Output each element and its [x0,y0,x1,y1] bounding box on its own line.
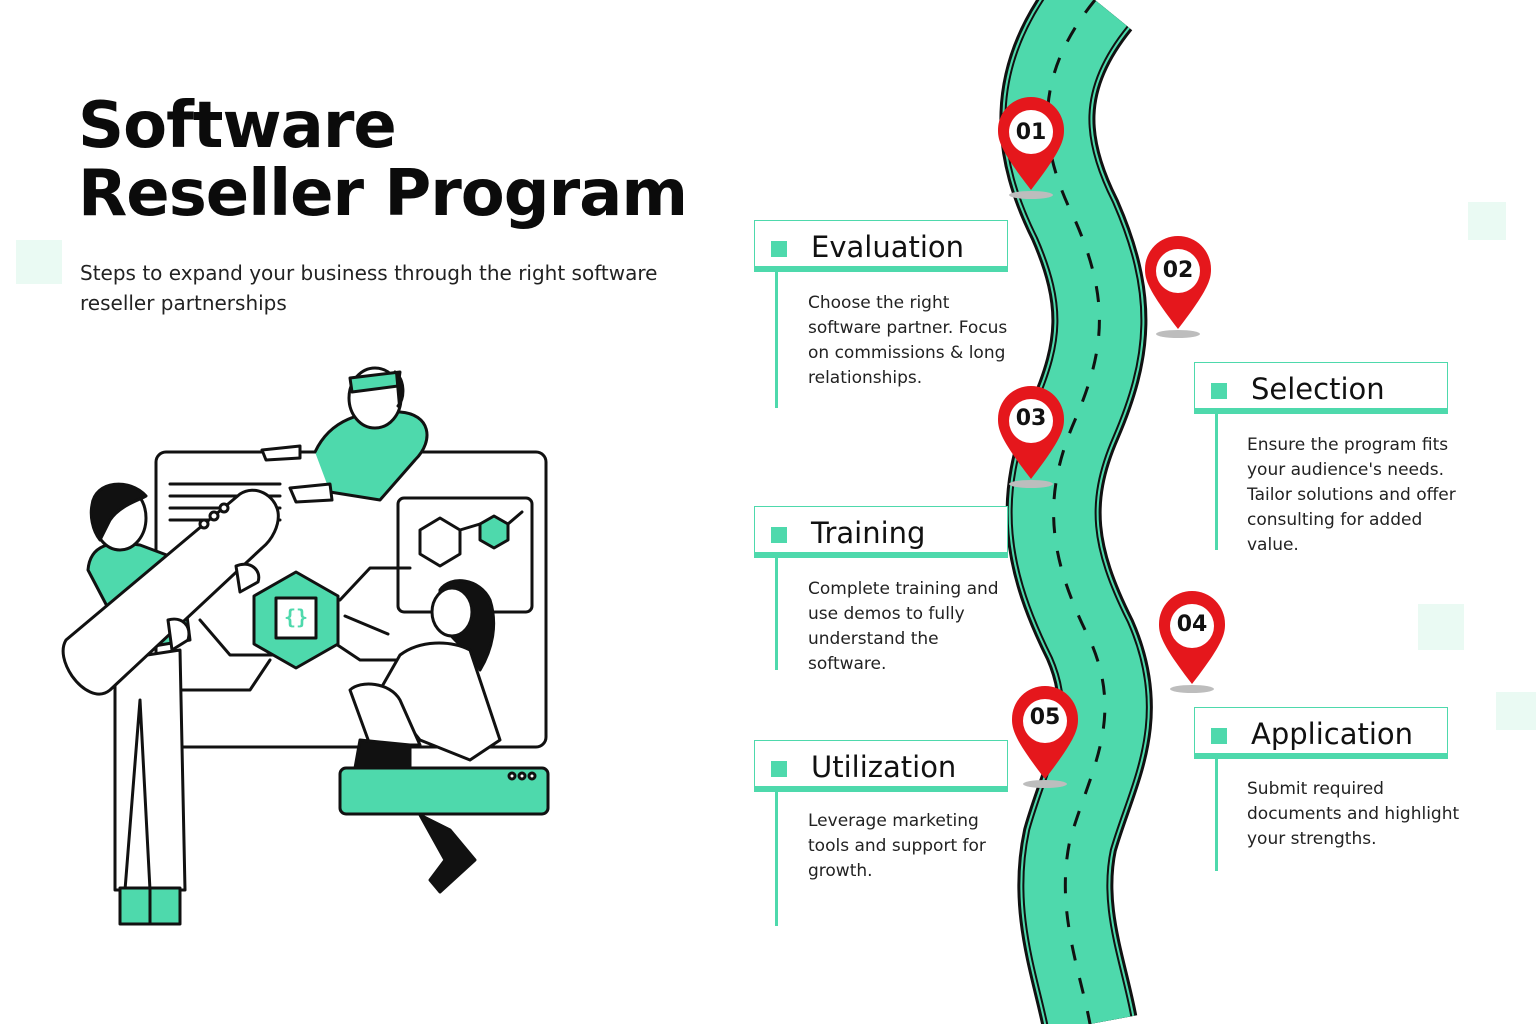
road [999,0,1153,1024]
team-illustration [61,366,550,926]
step-connector [775,556,778,670]
step-number-05: 05 [1029,705,1061,730]
step-card-selection: Selection [1194,362,1448,414]
title-line-1: Software [78,89,397,163]
step-title: Training [811,516,926,550]
step-title: Utilization [811,750,957,784]
step-number-04: 04 [1176,612,1208,637]
page-subtitle: Steps to expand your business through th… [80,261,658,315]
step-description: Ensure the program fits your audience's … [1247,435,1456,555]
step-connector [775,790,778,926]
pin-01 [997,96,1065,199]
card-underline [755,786,1007,792]
decor-square [16,240,62,284]
step-number-01: 01 [1015,120,1047,145]
card-underline [1195,408,1447,414]
bullet-square-icon [771,761,787,777]
pin-05 [1012,686,1078,788]
step-title: Application [1251,717,1414,751]
title-line-2: Reseller Program [78,157,688,231]
step-card-evaluation: Evaluation [754,220,1008,272]
card-underline [755,266,1007,272]
step-title: Evaluation [811,230,965,264]
step-connector [1215,412,1218,550]
page-title: Software Reseller Program [78,89,688,231]
decor-square [1468,202,1506,240]
step-card-training: Training [754,506,1008,558]
bullet-square-icon [1211,728,1227,744]
bullet-square-icon [771,241,787,257]
decor-square [1418,604,1464,650]
pin-02 [1145,236,1211,338]
pin-04 [1159,591,1225,693]
step-description: Submit required documents and highlight … [1247,779,1460,849]
pin-03 [998,385,1064,488]
decor-square [1496,692,1536,730]
step-description: Complete training and use demos to fully… [808,579,999,674]
step-card-utilization: Utilization [754,740,1008,792]
card-underline [1195,753,1447,759]
bullet-square-icon [1211,383,1227,399]
step-connector [775,270,778,408]
bullet-square-icon [771,527,787,543]
step-description: Choose the right software partner. Focus… [808,293,1008,388]
code-braces-icon: {} [283,605,309,629]
step-number-02: 02 [1162,258,1194,283]
step-title: Selection [1251,372,1385,406]
step-description: Leverage marketing tools and support for… [808,811,986,881]
step-number-03: 03 [1015,406,1047,431]
step-connector [1215,757,1218,871]
step-card-application: Application [1194,707,1448,759]
card-underline [755,552,1007,558]
